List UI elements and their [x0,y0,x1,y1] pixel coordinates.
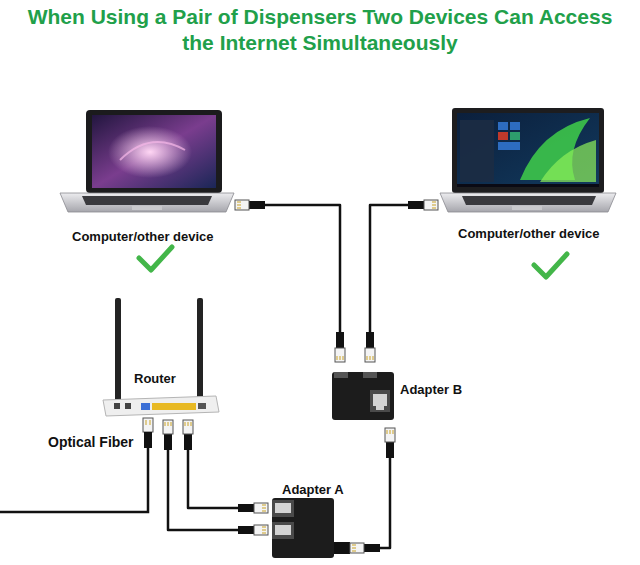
ethernet-cable [188,420,268,508]
ethernet-cable [370,205,438,362]
rj45-plug [365,332,375,362]
rj45-plug [238,503,268,513]
fiber-cable [0,418,153,512]
computer-device: Computer/other device [55,108,235,248]
rj45-plug [163,420,173,450]
adapter-node: Adapter B [328,362,480,428]
adapter-node: Adapter A [268,480,350,562]
cable-label: Optical Fiber [46,434,136,451]
ethernet-cable [350,428,390,548]
router-node: Router [100,296,222,420]
check-mark [139,247,172,270]
rj45-plug [335,332,345,362]
laptop-illustration [440,108,616,212]
rj45-plug [385,428,395,458]
adapter-illustration [272,498,350,558]
diagram-title: When Using a Pair of Dispensers Two Devi… [10,4,630,56]
rj45-plug [183,420,193,450]
rj45-plug [408,200,438,210]
router-illustration [103,298,219,416]
node-label: Router [134,371,176,387]
rj45-plug [238,525,268,535]
ethernet-cable [168,420,268,530]
rj45-plug [235,200,265,210]
adapter-illustration [332,372,394,420]
node-label: Computer/other device [458,226,600,242]
rj45-plug [350,543,380,553]
check-mark [534,254,567,277]
computer-device: Computer/other device [438,108,622,246]
node-label: Adapter A [282,482,344,498]
ethernet-cable [235,205,340,362]
node-label: Adapter B [400,382,462,398]
node-label: Computer/other device [72,229,214,245]
laptop-illustration [60,110,234,212]
